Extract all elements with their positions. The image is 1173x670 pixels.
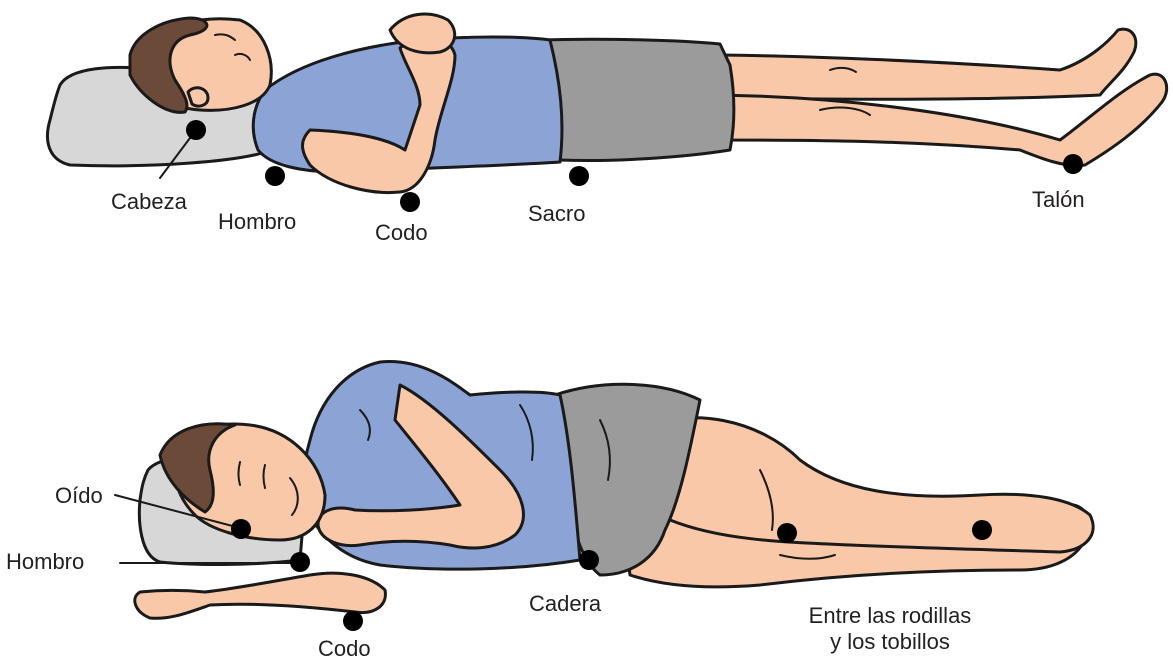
hip-dot xyxy=(579,550,599,570)
shoulder-dot-top xyxy=(265,166,285,186)
ear-top xyxy=(188,88,208,106)
label-knees-line2: y los tobillos xyxy=(770,629,1010,655)
arm-lower-bottom xyxy=(135,573,386,618)
leg-back xyxy=(700,29,1136,99)
leg-upper-bottom xyxy=(636,418,1093,552)
elbow-dot-top xyxy=(400,192,420,212)
heel-dot xyxy=(1063,154,1083,174)
label-knees-ankles: Entre las rodillas y los tobillos xyxy=(770,603,1010,655)
supine-figure xyxy=(47,14,1166,193)
label-hip: Cadera xyxy=(529,591,601,617)
side-lying-figure xyxy=(135,362,1093,619)
ankle-dot xyxy=(972,520,992,540)
label-elbow-top: Codo xyxy=(375,220,428,246)
label-shoulder-bottom: Hombro xyxy=(6,549,84,575)
label-shoulder-top: Hombro xyxy=(218,209,296,235)
label-ear: Oído xyxy=(55,483,103,509)
knee-dot xyxy=(777,523,797,543)
label-elbow-bottom: Codo xyxy=(318,636,371,662)
shoulder-dot-bottom xyxy=(290,552,310,572)
sacrum-dot xyxy=(569,166,589,186)
label-heel: Talón xyxy=(1032,187,1085,213)
ear-dot xyxy=(231,519,251,539)
head-dot xyxy=(186,120,206,140)
label-knees-line1: Entre las rodillas xyxy=(770,603,1010,629)
elbow-dot-bottom xyxy=(343,611,363,631)
shorts-top xyxy=(540,39,734,160)
label-head: Cabeza xyxy=(111,189,187,215)
label-sacrum: Sacro xyxy=(528,201,585,227)
